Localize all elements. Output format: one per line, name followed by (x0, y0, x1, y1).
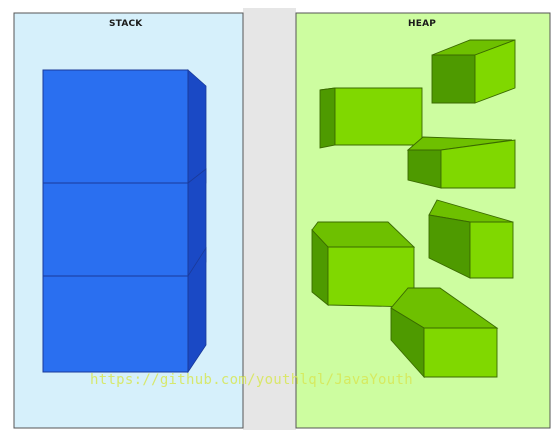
stack-block-1-side (187, 69, 207, 184)
heap-block-e (311, 221, 416, 308)
stack-blocks (42, 69, 207, 374)
heap-title: HEAP (408, 19, 437, 29)
heap-block-b (319, 87, 423, 149)
stack-block-3 (42, 275, 189, 373)
heap-block-f (390, 287, 499, 379)
heap-blocks (311, 39, 516, 379)
panel-gap (243, 8, 296, 430)
stack-title: STACK (109, 19, 143, 29)
heap-block-c (406, 136, 516, 189)
heap-block-a (431, 39, 516, 104)
heap-block-d (428, 199, 514, 279)
stack-block-1 (42, 69, 189, 184)
watermark-url: https://github.com/youthlql/JavaYouth (90, 372, 413, 388)
stack-block-2 (42, 182, 189, 277)
